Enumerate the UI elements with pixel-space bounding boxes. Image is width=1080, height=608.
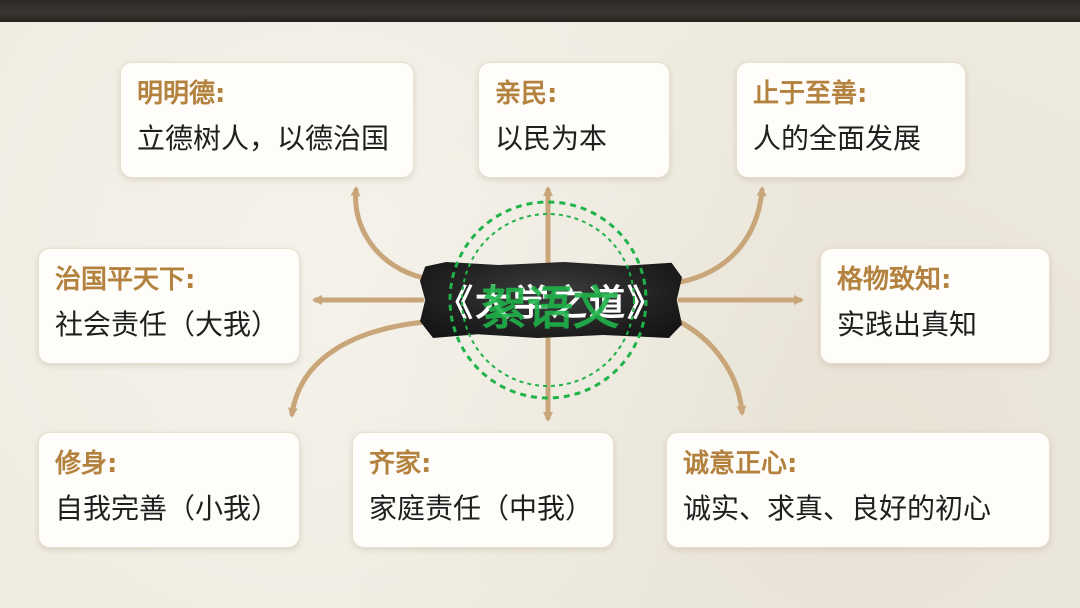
arrow-to-zhiyu (677, 186, 767, 285)
card-title-mingmingde: 明明德: (137, 79, 226, 109)
card-title-zhiguo: 治国平天下: (55, 265, 196, 295)
card-mingmingde: 明明德: 立德树人，以德治国 (120, 62, 414, 178)
card-title-xiushen: 修身: (55, 449, 118, 479)
card-text-gewu: 实践出真知 (837, 308, 978, 341)
card-text-zhiguo: 社会责任（大我） (55, 308, 280, 341)
card-qinmin: 亲民: 以民为本 (478, 62, 670, 178)
card-text-mingmingde: 立德树人，以德治国 (137, 122, 390, 155)
card-xiushen: 修身: 自我完善（小我） (38, 432, 300, 548)
card-zhiguo: 治国平天下: 社会责任（大我） (38, 248, 300, 364)
arrow-to-chengyi (677, 319, 747, 416)
card-text-chengyi: 诚实、求真、良好的初心 (683, 492, 992, 525)
card-text-qijia: 家庭责任（中我） (369, 492, 594, 525)
card-zhiyu: 止于至善: 人的全面发展 (736, 62, 966, 178)
top-dark-band (0, 0, 1080, 22)
card-text-qinmin: 以民为本 (495, 122, 608, 155)
card-title-gewu: 格物致知: (837, 265, 952, 295)
card-chengyi: 诚意正心: 诚实、求真、良好的初心 (666, 432, 1050, 548)
watermark-stamp: 絮语文 (481, 281, 619, 335)
card-qijia: 齐家: 家庭责任（中我） (352, 432, 614, 548)
center-badge: 《大学之道》 (420, 262, 682, 338)
card-title-qijia: 齐家: (369, 449, 432, 479)
arrow-to-xiushen (287, 319, 427, 418)
card-text-xiushen: 自我完善（小我） (55, 492, 280, 525)
card-text-zhiyu: 人的全面发展 (753, 122, 922, 155)
card-title-zhiyu: 止于至善: (753, 79, 868, 109)
arrow-to-mingmingde (350, 186, 427, 281)
card-gewu: 格物致知: 实践出真知 (820, 248, 1050, 364)
card-title-chengyi: 诚意正心: (683, 449, 798, 479)
center-title: 《大学之道》 (436, 282, 665, 324)
card-title-qinmin: 亲民: (495, 79, 558, 109)
